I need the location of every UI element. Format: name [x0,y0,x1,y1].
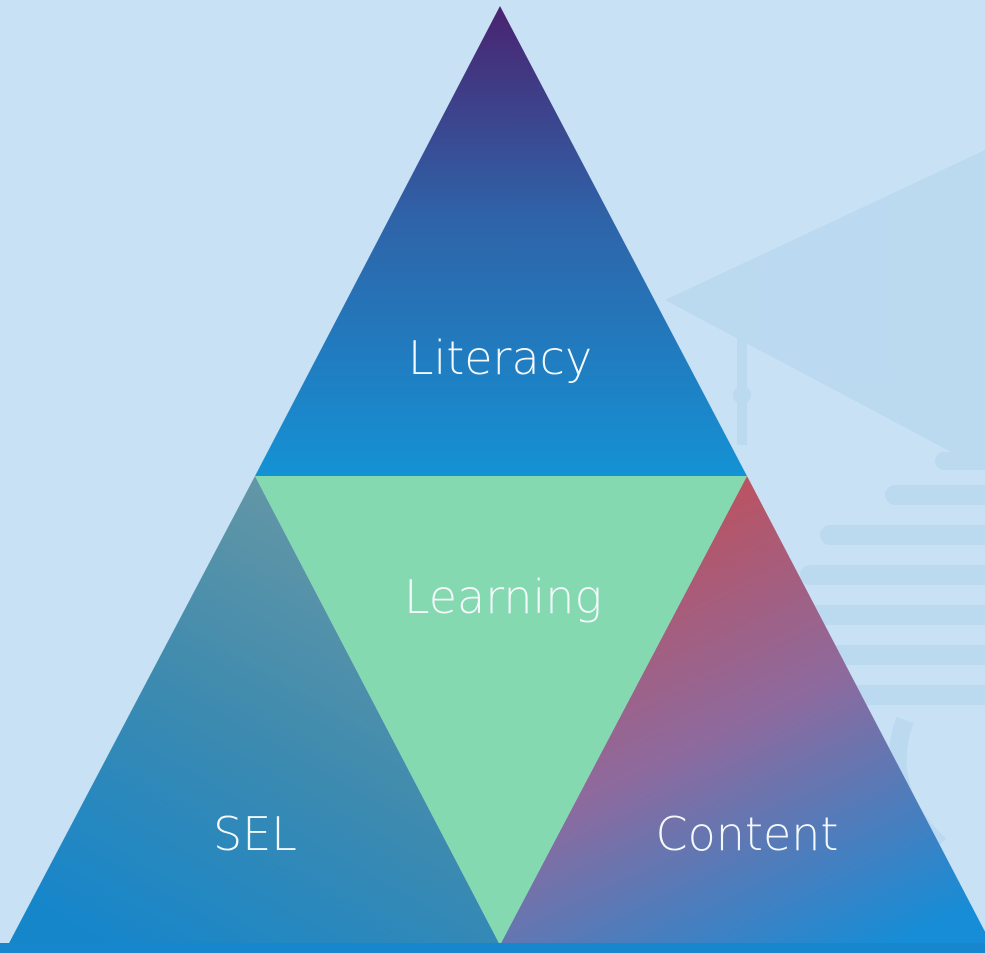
learning-triangle [255,476,747,945]
sel-triangle [8,476,500,945]
literacy-label: Literacy [408,331,592,385]
learning-label: Learning [404,570,602,624]
content-triangle [500,476,985,945]
content-label: Content [656,807,839,861]
literacy-triangle [255,6,747,476]
sel-label: SEL [213,807,297,861]
bottom-border [0,943,985,953]
